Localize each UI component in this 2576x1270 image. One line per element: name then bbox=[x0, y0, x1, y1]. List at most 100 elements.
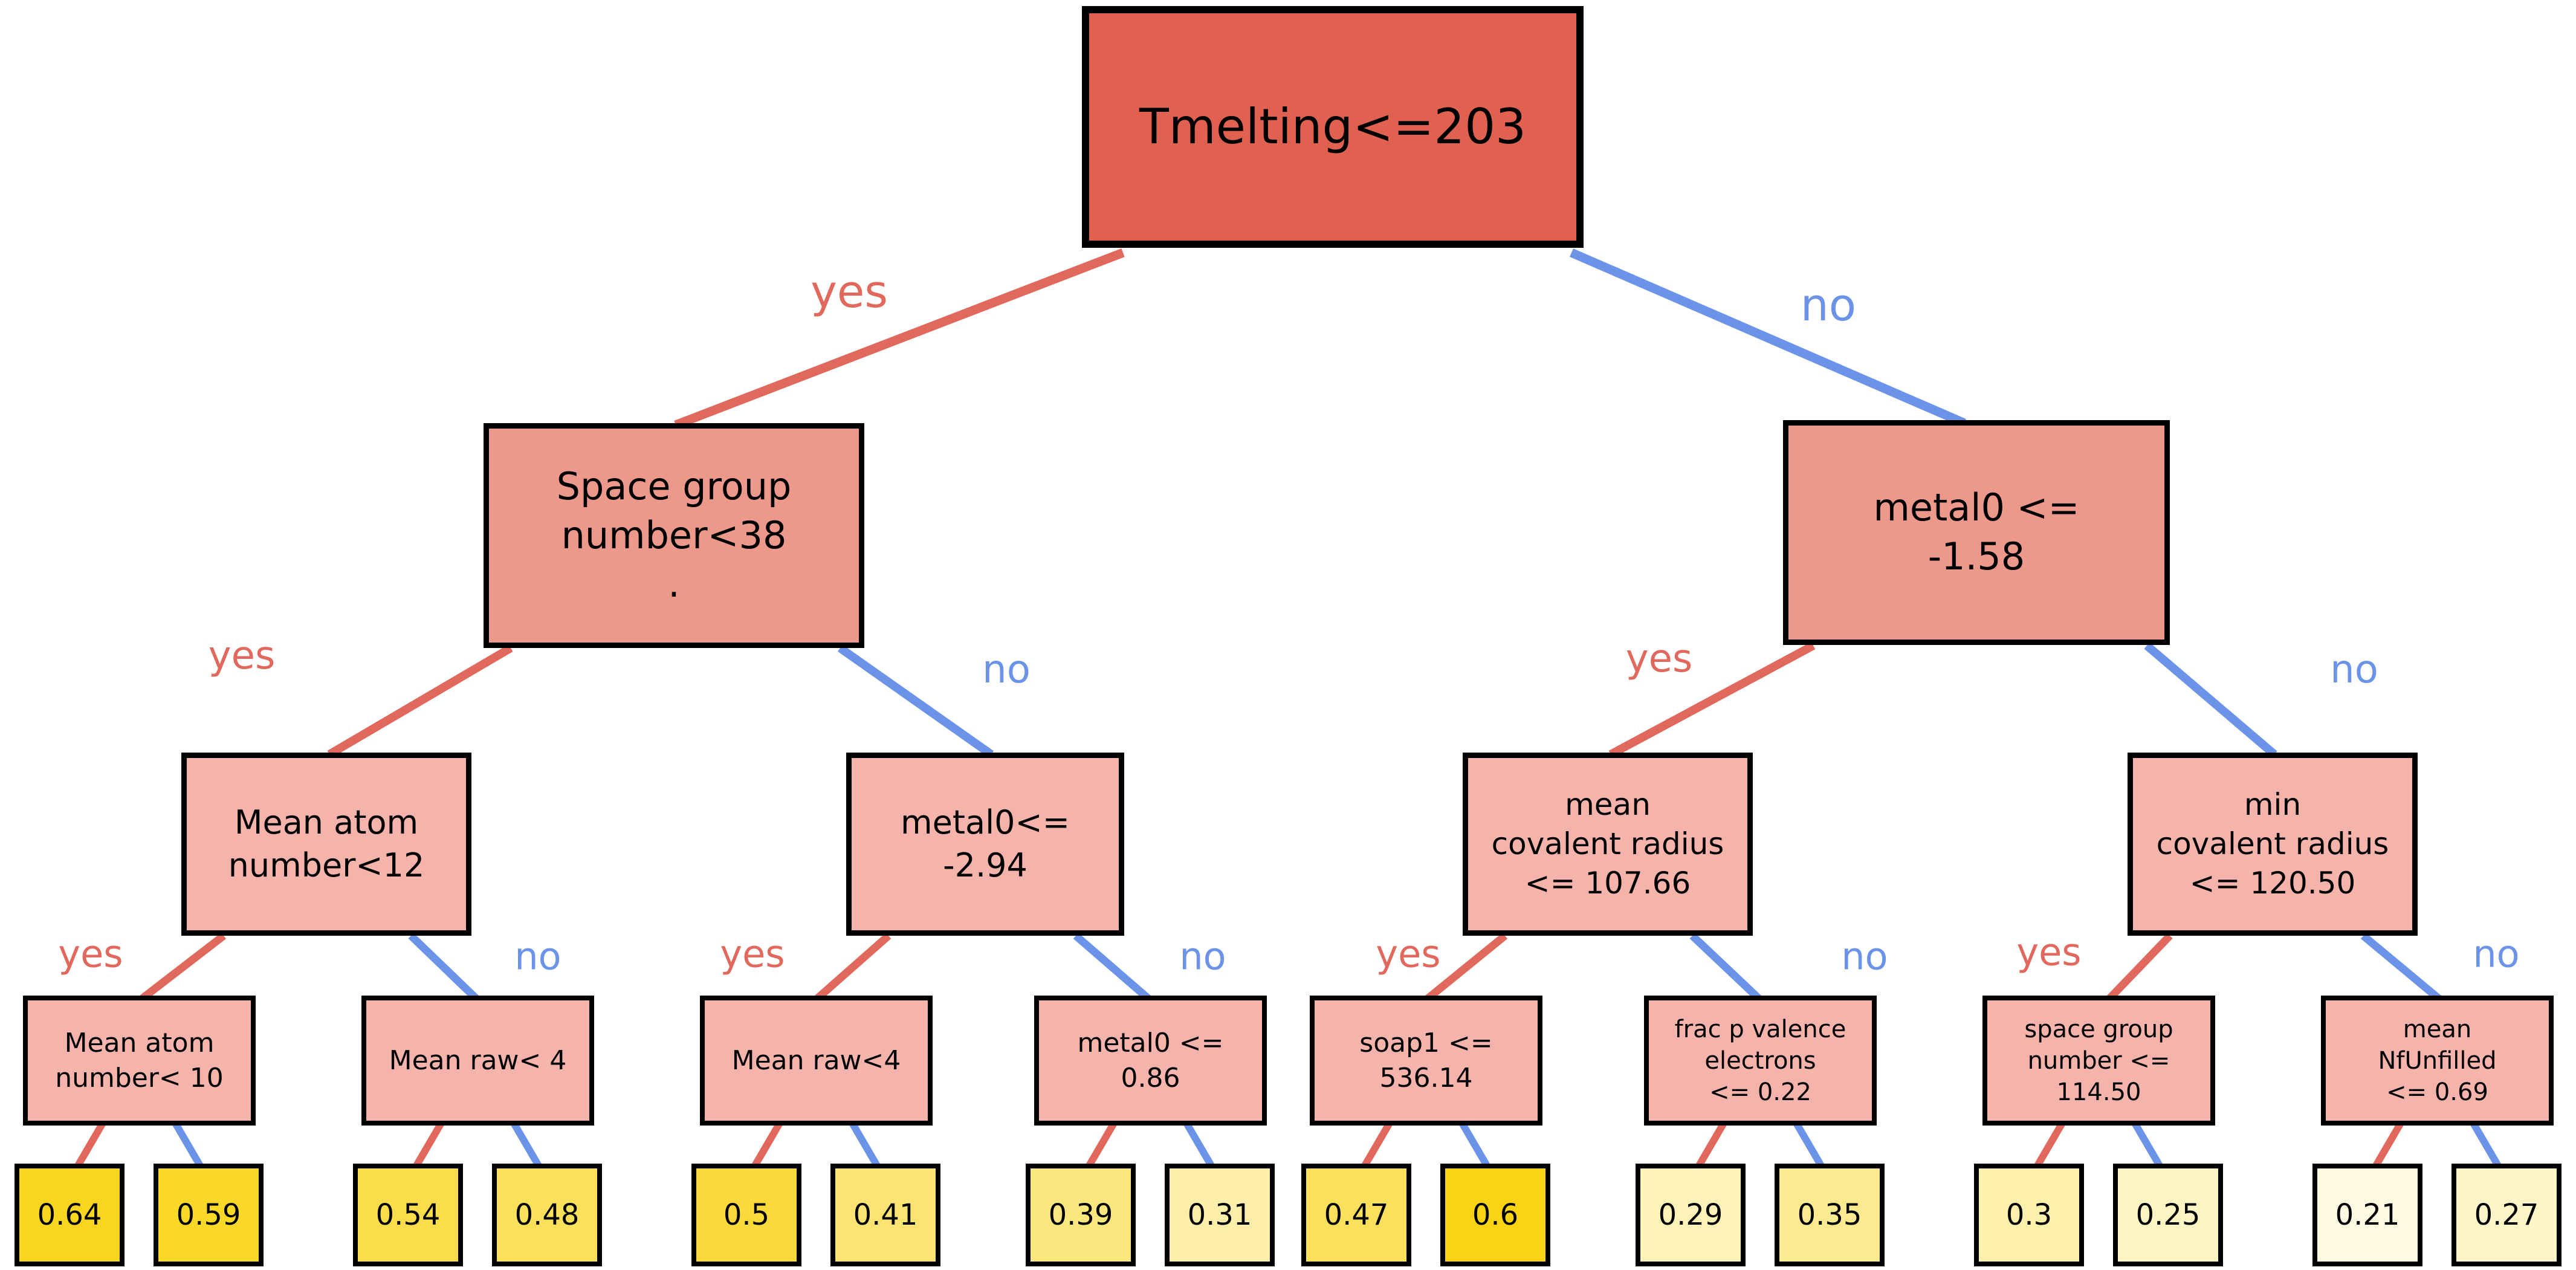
node-label-line: 0.64 bbox=[37, 1197, 102, 1232]
node-label-line: min bbox=[2244, 787, 2302, 822]
edge-yes-line bbox=[1361, 1121, 1393, 1169]
node-label-line: Space group bbox=[556, 464, 792, 509]
edge-no-line bbox=[1458, 1121, 1491, 1169]
edge-yes-line bbox=[1608, 641, 1816, 759]
edge-label-no: no bbox=[1179, 934, 1226, 979]
node-label-line: 114.50 bbox=[2056, 1078, 2141, 1106]
node-label-line: 0.86 bbox=[1121, 1062, 1180, 1093]
node-label-line: soap1 <= bbox=[1359, 1028, 1493, 1059]
edge-label-yes: yes bbox=[1376, 931, 1441, 976]
node-label-line: covalent radius bbox=[2156, 826, 2389, 861]
edge-no-line bbox=[1570, 248, 1966, 427]
node-label-line: 0.6 bbox=[1472, 1197, 1519, 1232]
node-label-line: metal0 <= bbox=[1873, 485, 2080, 530]
node-label-line: 0.27 bbox=[2474, 1197, 2539, 1232]
edge-yes-line bbox=[1425, 932, 1508, 1002]
leaf-value: 0.48 bbox=[492, 1164, 602, 1266]
leaf-value: 0.39 bbox=[1026, 1164, 1136, 1266]
node-metal0-minus-2-94: metal0<=-2.94 bbox=[846, 753, 1124, 936]
edge-yes-line bbox=[74, 1121, 106, 1169]
leaf-value: 0.41 bbox=[830, 1164, 940, 1266]
node-label-line: 0.31 bbox=[1187, 1197, 1252, 1232]
node-label-line: -1.58 bbox=[1927, 534, 2025, 578]
node-mean-raw-4-right: Mean raw<4 bbox=[700, 996, 933, 1126]
node-label-line: number<12 bbox=[228, 846, 425, 884]
node-label-line: Tmelting<=203 bbox=[1139, 99, 1527, 155]
leaf-value: 0.35 bbox=[1775, 1164, 1885, 1266]
edge-no-line bbox=[849, 1121, 881, 1169]
edge-no-line bbox=[2131, 1121, 2164, 1169]
leaf-value: 0.21 bbox=[2312, 1164, 2422, 1266]
edge-label-no: no bbox=[982, 647, 1031, 692]
leaf-value: 0.59 bbox=[154, 1164, 264, 1266]
node-label-line: <= 120.50 bbox=[2189, 866, 2356, 901]
node-tmelting: Tmelting<=203 bbox=[1082, 6, 1584, 248]
leaf-value: 0.27 bbox=[2451, 1164, 2561, 1266]
edge-no-line bbox=[1073, 933, 1151, 1002]
node-label-line: number<38 bbox=[561, 513, 787, 557]
edge-yes-line bbox=[674, 248, 1125, 429]
edge-label-yes: yes bbox=[1625, 637, 1693, 681]
edge-yes-line bbox=[1695, 1121, 1727, 1169]
edge-label-yes: yes bbox=[208, 633, 276, 678]
node-label-line: metal0 <= bbox=[1077, 1028, 1224, 1059]
edge-yes-line bbox=[2033, 1121, 2066, 1169]
node-label-line: Mean raw<4 bbox=[731, 1045, 901, 1076]
node-label-line: . bbox=[668, 562, 680, 606]
node-label-line: 0.25 bbox=[2135, 1197, 2201, 1232]
node-label-line: space group bbox=[2024, 1015, 2173, 1043]
edge-label-yes: yes bbox=[2016, 930, 2082, 974]
node-label-line: number< 10 bbox=[55, 1062, 224, 1093]
edge-label-no: no bbox=[514, 934, 561, 979]
node-label-line: NfUnfilled bbox=[2378, 1046, 2497, 1075]
leaf-value: 0.3 bbox=[1974, 1164, 2084, 1266]
node-label-line: electrons bbox=[1704, 1046, 1816, 1075]
node-label-line: 0.54 bbox=[375, 1197, 441, 1232]
node-label-line: 0.41 bbox=[853, 1197, 918, 1232]
edge-no-line bbox=[2144, 642, 2277, 758]
node-label-line: 0.5 bbox=[723, 1197, 770, 1232]
leaf-value: 0.25 bbox=[2113, 1164, 2223, 1266]
edge-label-yes: yes bbox=[720, 931, 785, 976]
node-label-line: -2.94 bbox=[943, 846, 1027, 884]
edge-yes-line bbox=[751, 1121, 783, 1169]
edge-label-no: no bbox=[1841, 934, 1888, 979]
edge-no-line bbox=[510, 1121, 543, 1169]
node-mean-atom-number-12: Mean atom number<12 bbox=[181, 753, 471, 936]
node-label-line: 0.3 bbox=[2005, 1197, 2053, 1232]
node-label-line: 0.35 bbox=[1797, 1197, 1862, 1232]
edge-no-line bbox=[1793, 1121, 1825, 1169]
node-label-line: mean bbox=[1565, 787, 1651, 822]
node-label-line: <= 0.22 bbox=[1709, 1078, 1811, 1106]
node-label-line: 0.47 bbox=[1324, 1197, 1389, 1232]
edge-label-yes: yes bbox=[58, 931, 123, 976]
leaf-value: 0.47 bbox=[1301, 1164, 1411, 1266]
node-label-line: 0.59 bbox=[176, 1197, 241, 1232]
node-label-line: Mean atom bbox=[234, 803, 419, 842]
edge-no-line bbox=[408, 933, 479, 1002]
node-mean-raw-4-left: Mean raw< 4 bbox=[361, 996, 594, 1126]
node-label-line: mean bbox=[2403, 1015, 2472, 1043]
edge-no-line bbox=[1183, 1121, 1215, 1169]
edge-no-line bbox=[1689, 933, 1762, 1002]
edge-yes-line bbox=[814, 933, 892, 1002]
edge-label-no: no bbox=[2330, 647, 2378, 692]
edge-no-line bbox=[2360, 933, 2442, 1002]
edge-yes-line bbox=[2372, 1121, 2404, 1169]
node-metal0-0-86: metal0 <=0.86 bbox=[1034, 996, 1267, 1126]
leaf-value: 0.54 bbox=[353, 1164, 463, 1266]
node-min-covalent-radius: min covalent radius <= 120.50 bbox=[2128, 753, 2418, 936]
node-label-line: covalent radius bbox=[1491, 826, 1724, 861]
leaf-value: 0.29 bbox=[1636, 1164, 1746, 1266]
node-label-line: frac p valence bbox=[1674, 1015, 1846, 1043]
edge-yes-line bbox=[2106, 933, 2173, 1002]
leaf-value: 0.31 bbox=[1165, 1164, 1275, 1266]
node-label-line: 0.39 bbox=[1048, 1197, 1113, 1232]
leaf-value: 0.5 bbox=[691, 1164, 801, 1266]
